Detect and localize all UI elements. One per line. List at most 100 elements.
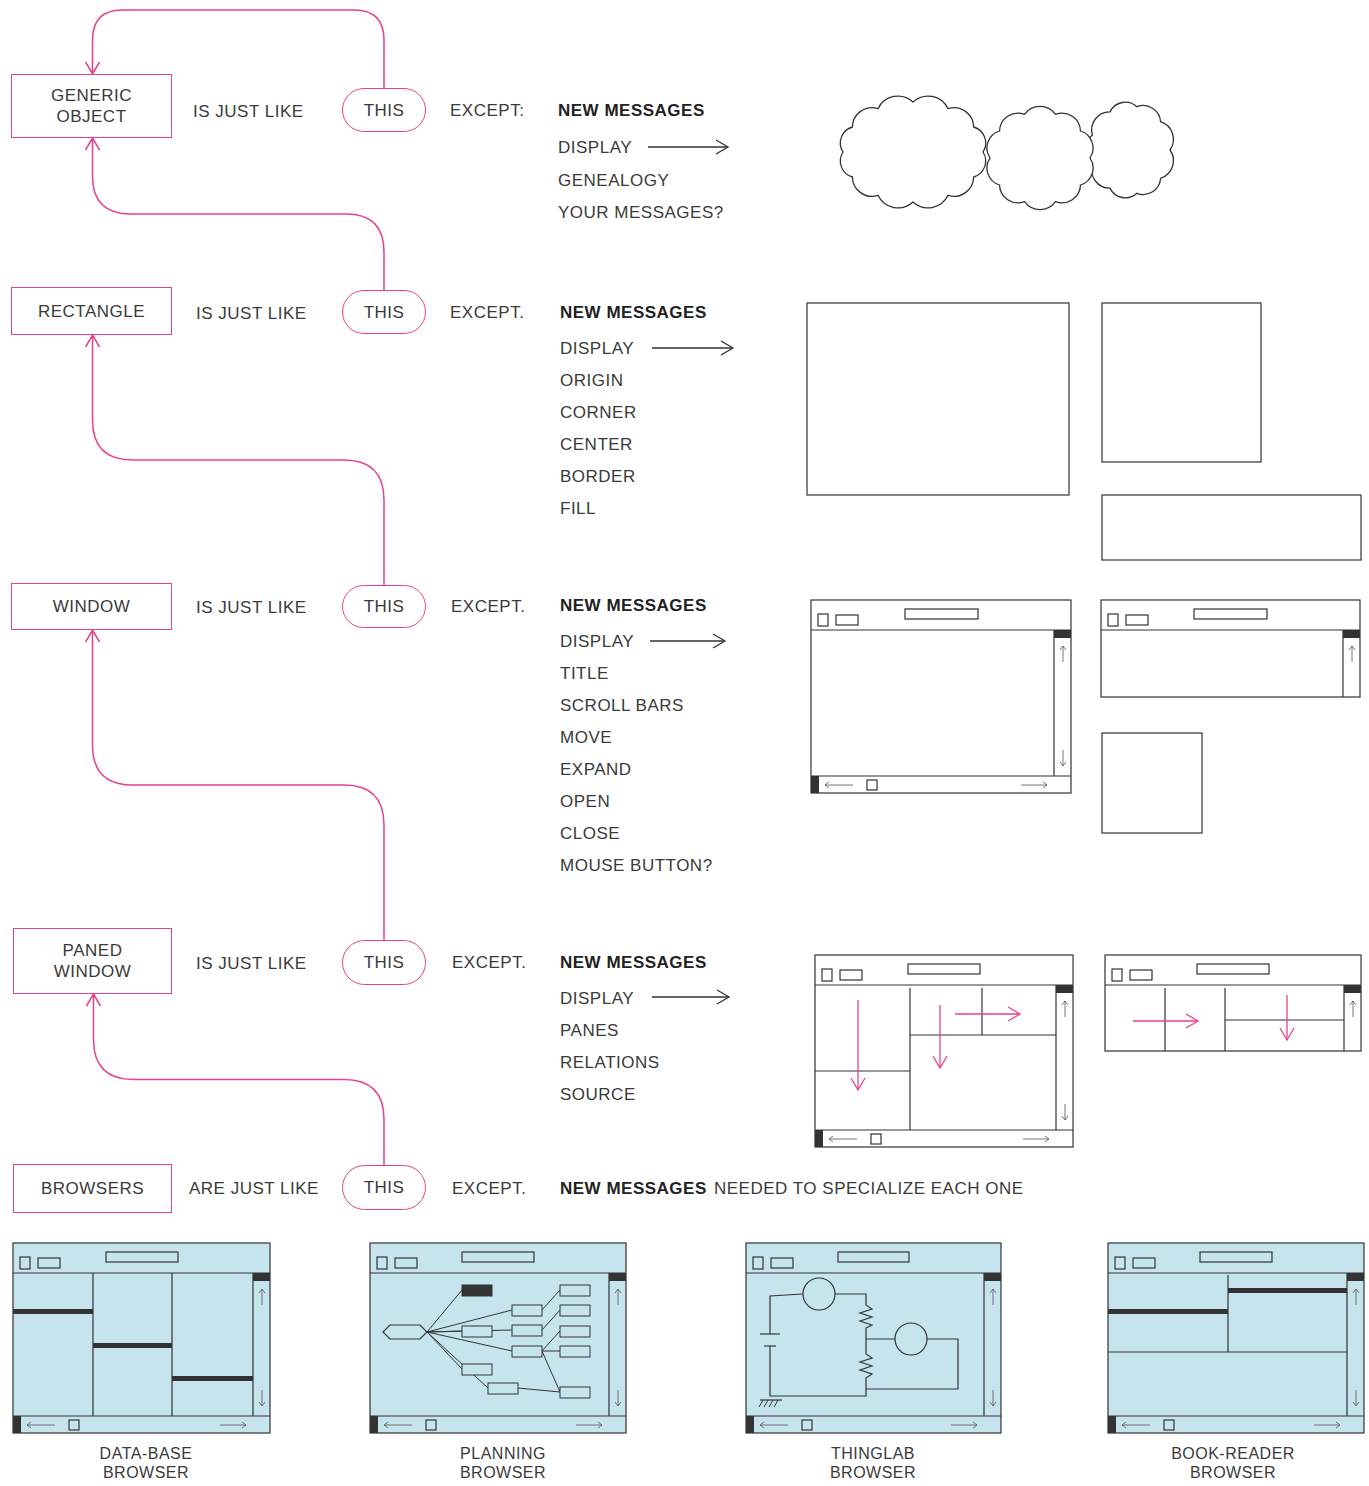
illustration-stroke — [384, 1425, 412, 1426]
message-label: EXCEPT. — [451, 596, 525, 617]
illustration-stroke — [1122, 1425, 1150, 1426]
illustration-stroke — [462, 1326, 492, 1337]
illustration-stroke — [38, 1258, 60, 1268]
browser-caption: DATA-BASE BROWSER — [66, 1444, 226, 1482]
illustration-stroke — [395, 1258, 417, 1268]
illustration-stroke — [802, 1420, 812, 1430]
illustration-stroke — [811, 775, 1071, 776]
illustration-stroke — [871, 1134, 881, 1144]
illustration-stroke — [1344, 985, 1361, 993]
illustration-stroke — [1353, 1402, 1359, 1406]
illustration-stroke — [1108, 1416, 1116, 1433]
illustration-stroke — [760, 1333, 780, 1334]
illustration-stroke — [1065, 1104, 1066, 1120]
illustration-stroke — [1108, 1272, 1364, 1273]
message-label: EXCEPT. — [452, 1178, 526, 1199]
illustration-stroke — [990, 1289, 996, 1293]
illustration-stroke — [598, 1422, 602, 1428]
illustration-stroke — [615, 1402, 621, 1406]
message-label: EXCEPT. — [450, 302, 524, 323]
node-label: WINDOW — [53, 596, 131, 617]
illustration-stroke — [1356, 1289, 1357, 1305]
node-label: THIS — [364, 100, 405, 121]
illustration-stroke — [1062, 1116, 1068, 1120]
illustration-stroke — [1186, 1014, 1198, 1028]
message-label: BORDER — [560, 466, 636, 487]
illustration-stroke — [1021, 785, 1047, 786]
illustration-stroke — [1101, 629, 1360, 630]
illustration-stroke — [815, 1070, 910, 1071]
illustration-stroke — [370, 1243, 626, 1433]
illustration-stroke — [383, 1325, 427, 1339]
illustration-stroke — [93, 1343, 172, 1348]
illustration-stroke — [252, 1273, 253, 1416]
inheritance-arrow — [86, 630, 385, 940]
illustration-stroke — [840, 96, 985, 208]
illustration-stroke — [803, 1278, 835, 1310]
illustration-stroke — [822, 969, 832, 981]
illustration-stroke — [955, 1013, 1020, 1014]
illustration-stroke — [1056, 985, 1073, 993]
illustration-stroke — [1343, 985, 1344, 1051]
message-label: CENTER — [560, 434, 633, 455]
illustration-stroke — [939, 1005, 940, 1068]
illustration-stroke — [27, 1422, 31, 1428]
message-label: CORNER — [560, 402, 637, 423]
illustration-stroke — [462, 1364, 492, 1375]
message-label: IS JUST LIKE — [196, 597, 307, 618]
message-label: ORIGIN — [560, 370, 623, 391]
illustration-stroke — [1314, 1425, 1340, 1426]
class-box: WINDOW — [11, 583, 172, 630]
illustration-stroke — [377, 1257, 387, 1269]
illustration-stroke — [818, 614, 828, 626]
illustration-stroke — [512, 1325, 542, 1336]
illustration-stroke — [836, 615, 858, 625]
illustration-stroke — [908, 964, 980, 974]
node-text-group: THIS — [364, 100, 405, 121]
illustration-stroke — [542, 1351, 560, 1392]
illustration-stroke — [984, 1273, 1001, 1281]
message-label: TITLE — [560, 663, 609, 684]
illustration-stroke — [608, 1273, 609, 1416]
node-label: THIS — [364, 302, 405, 323]
illustration-stroke — [370, 1415, 626, 1416]
node-text-group: BROWSERS — [41, 1178, 144, 1199]
illustration-stroke — [1228, 1288, 1347, 1293]
browser-caption: THINGLAB BROWSER — [793, 1444, 953, 1482]
node-text-group: GENERIC OBJECT — [37, 85, 147, 127]
illustration-stroke — [1043, 782, 1047, 788]
illustration-stroke — [262, 1289, 263, 1305]
illustration-stroke — [815, 1130, 823, 1147]
message-label: EXPAND — [560, 759, 632, 780]
illustration-stroke — [106, 1252, 178, 1262]
illustration-stroke — [990, 1402, 996, 1406]
this-pill: THIS — [342, 1165, 426, 1210]
illustration-stroke — [1112, 969, 1122, 981]
node-text-group: THIS — [364, 302, 405, 323]
illustration-stroke — [1115, 1257, 1125, 1269]
illustration-stroke — [1105, 955, 1361, 1051]
illustration-stroke — [910, 1034, 1056, 1035]
message-label: SCROLL BARS — [560, 695, 684, 716]
illustration-stroke — [1336, 1422, 1340, 1428]
node-label: BROWSERS — [41, 1178, 144, 1199]
illustration-stroke — [542, 1310, 560, 1330]
illustration-stroke — [1108, 1415, 1364, 1416]
illustration-stroke — [560, 1326, 590, 1337]
illustration-stroke — [1130, 970, 1152, 980]
illustration-stroke — [811, 776, 819, 793]
illustration-stroke — [1062, 1001, 1068, 1005]
illustration-stroke — [1350, 1001, 1356, 1005]
illustration-stroke — [1133, 1258, 1155, 1268]
node-text-group: RECTANGLE — [38, 301, 145, 322]
illustration-stroke — [1108, 1243, 1364, 1433]
illustration-stroke — [811, 629, 1071, 630]
illustration-stroke — [746, 1243, 1001, 1433]
illustration-stroke — [648, 146, 728, 147]
class-box: BROWSERS — [13, 1164, 172, 1213]
illustration-stroke — [851, 1078, 865, 1090]
illustration-stroke — [857, 1000, 858, 1090]
message-label: FILL — [560, 498, 596, 519]
illustration-stroke — [560, 1285, 590, 1296]
